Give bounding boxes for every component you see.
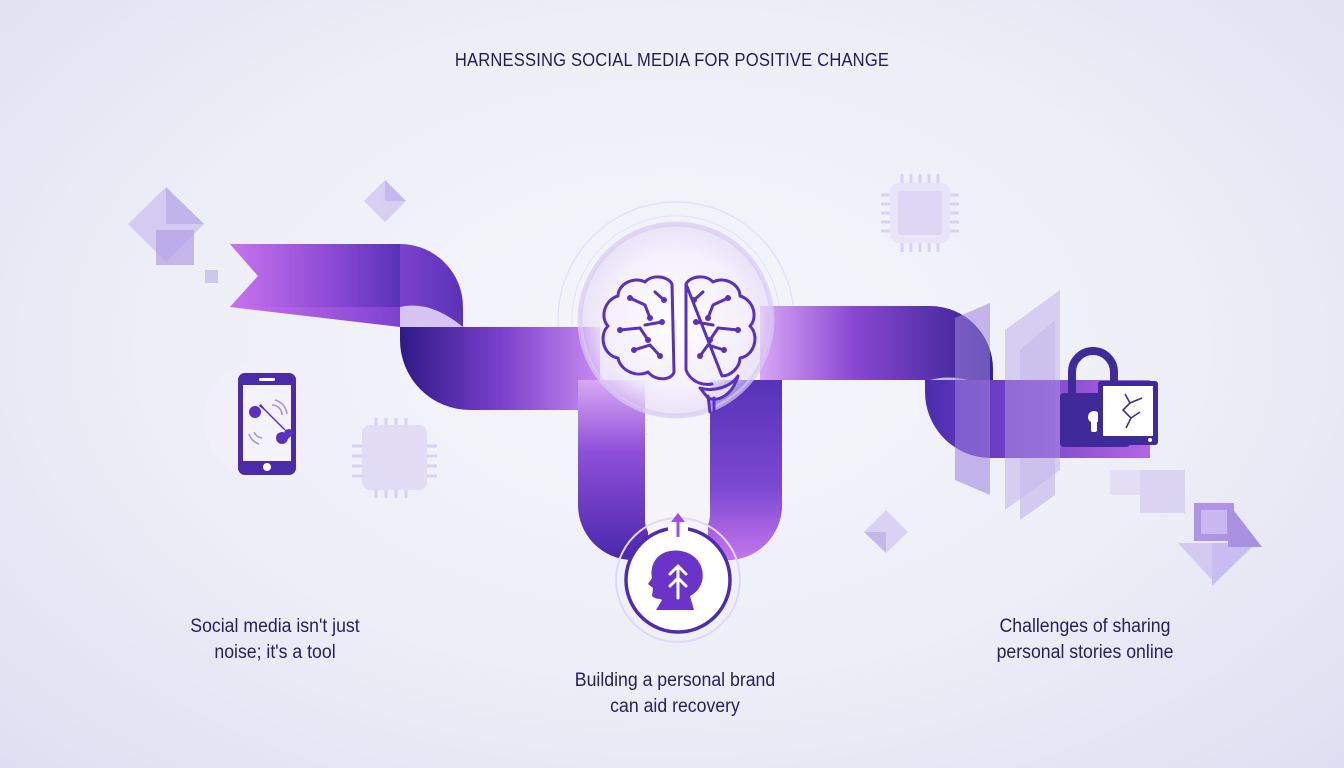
decor-envelope-bottom-right xyxy=(1110,470,1262,586)
decor-envelope-bottom-mid xyxy=(864,510,908,553)
decor-chevrons xyxy=(955,290,1060,520)
step-3-line-1: Challenges of sharing xyxy=(999,616,1171,637)
decor-envelope-small xyxy=(364,180,406,222)
step-3-line-2: personal stories online xyxy=(996,642,1174,663)
step-1-caption: Social media isn't just noise; it's a to… xyxy=(154,614,396,666)
step-3-caption: Challenges of sharing personal stories o… xyxy=(964,614,1206,666)
step-2-caption: Building a personal brand can aid recove… xyxy=(554,668,796,720)
brain-circuit-icon xyxy=(601,275,757,414)
decor-chip-right xyxy=(881,174,959,252)
head-growth-arrows-icon xyxy=(615,513,741,643)
padlock-cracked-screen-icon xyxy=(1060,347,1158,447)
ribbon-u-turn xyxy=(578,380,782,560)
step-2-line-1: Building a personal brand xyxy=(574,670,776,691)
decor-envelope-top-left xyxy=(128,187,218,283)
decor-chip-left xyxy=(352,418,437,498)
step-1-line-2: noise; it's a tool xyxy=(214,642,336,663)
step-2-line-2: can aid recovery xyxy=(610,696,740,717)
ribbon-segment-left xyxy=(230,244,600,410)
smartphone-wrench-icon xyxy=(238,373,296,475)
page-title: HARNESSING SOCIAL MEDIA FOR POSITIVE CHA… xyxy=(454,50,890,70)
step-1-line-1: Social media isn't just xyxy=(190,616,360,637)
